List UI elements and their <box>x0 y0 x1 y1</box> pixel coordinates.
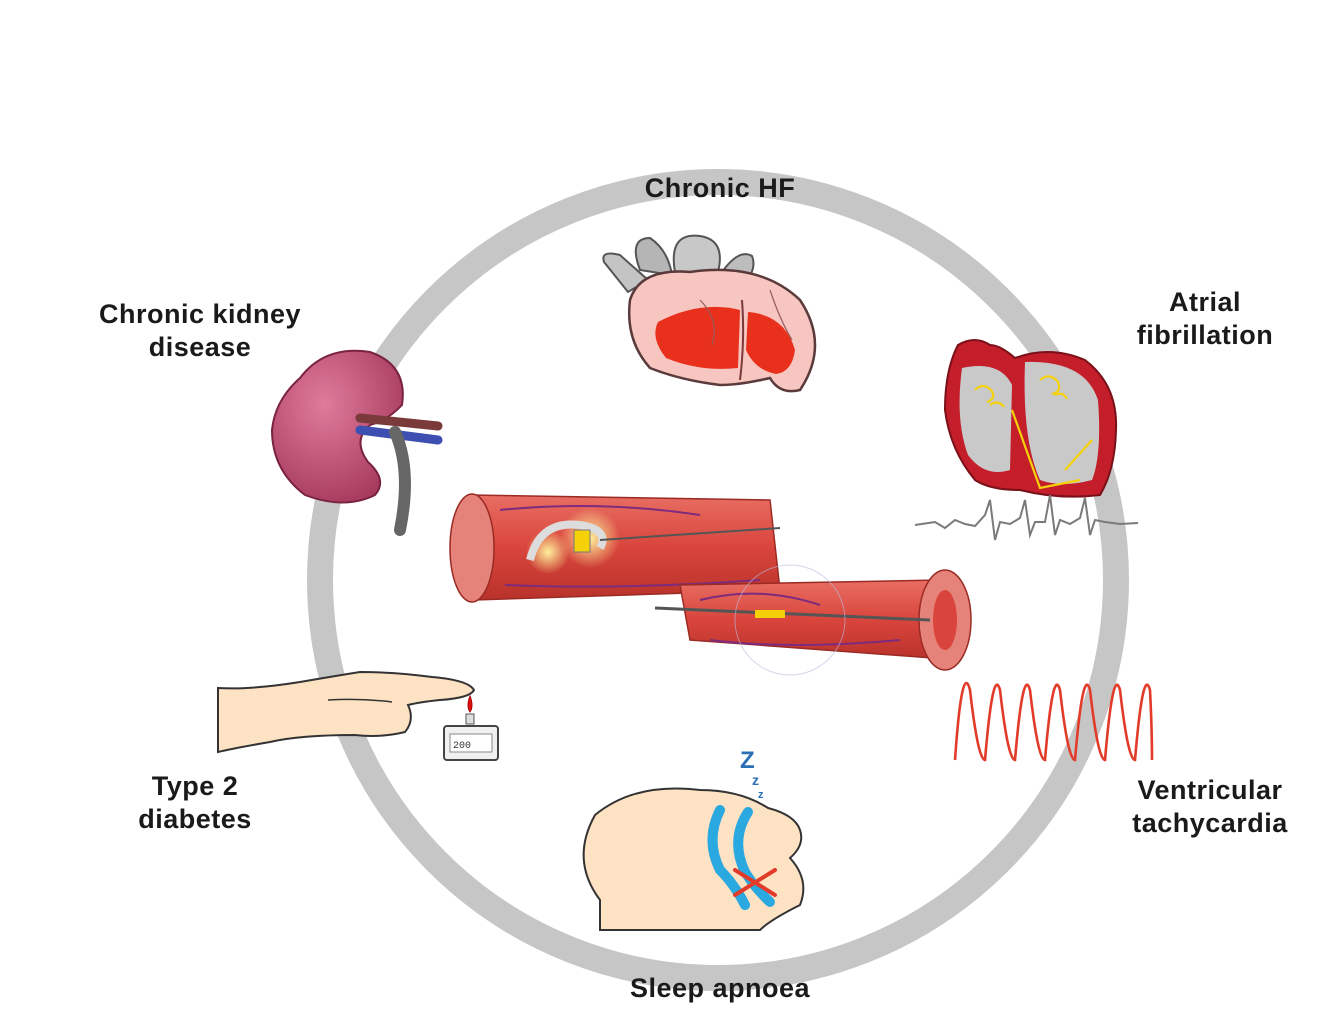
label-t2d-line2: diabetes <box>80 803 310 836</box>
label-ckd-line1: Chronic kidney <box>40 298 360 331</box>
svg-text:z: z <box>758 789 764 801</box>
label-atrial-fibrillation: Atrial fibrillation <box>1090 286 1320 352</box>
label-ventricular-tachycardia: Ventricular tachycardia <box>1090 774 1328 840</box>
label-sleep-apnoea-text: Sleep apnoea <box>560 972 880 1005</box>
vt-waveform-icon <box>955 683 1152 760</box>
sleep-apnoea-head-icon: Z z z <box>584 747 804 930</box>
label-type-2-diabetes: Type 2 diabetes <box>80 770 310 836</box>
label-af-line1: Atrial <box>1090 286 1320 319</box>
label-chronic-kidney-disease: Chronic kidney disease <box>40 298 360 364</box>
label-af-line2: fibrillation <box>1090 319 1320 352</box>
heart-icon <box>603 236 815 391</box>
svg-text:z: z <box>752 772 759 788</box>
kidney-icon <box>272 351 438 530</box>
atrial-fibrillation-heart-icon <box>945 340 1116 497</box>
label-ckd-line2: disease <box>40 331 360 364</box>
label-t2d-line1: Type 2 <box>80 770 310 803</box>
blood-vessel-stent-icon <box>450 494 971 675</box>
label-chronic-hf: Chronic HF <box>560 172 880 205</box>
label-vt-line2: tachycardia <box>1090 807 1328 840</box>
svg-text:Z: Z <box>740 747 755 774</box>
label-vt-line1: Ventricular <box>1090 774 1328 807</box>
glucometer-reading: 200 <box>453 741 471 752</box>
label-chronic-hf-text: Chronic HF <box>560 172 880 205</box>
label-sleep-apnoea: Sleep apnoea <box>560 972 880 1005</box>
